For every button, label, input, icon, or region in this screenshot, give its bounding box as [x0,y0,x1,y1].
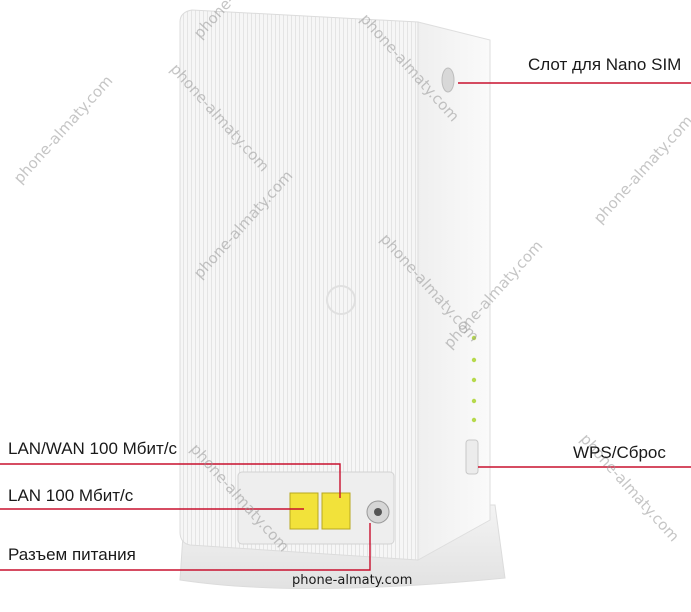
sim-slot [441,67,455,93]
status-leds [471,335,477,423]
router-front-face [179,9,419,561]
lan-wan-port [321,492,351,530]
callout-power: Разъем питания [8,545,136,564]
callout-nano-sim: Слот для Nano SIM [528,55,682,74]
lan-port [289,492,319,530]
callout-lan: LAN 100 Мбит/с [8,486,134,505]
callout-wps-reset: WPS/Сброс [573,443,666,462]
wps-button [465,439,479,475]
callout-lan-wan: LAN/WAN 100 Мбит/с [8,439,178,458]
logo-mark [326,285,356,315]
callout-lines [0,82,691,571]
footer-site-name: phone-almaty.com [292,573,413,588]
